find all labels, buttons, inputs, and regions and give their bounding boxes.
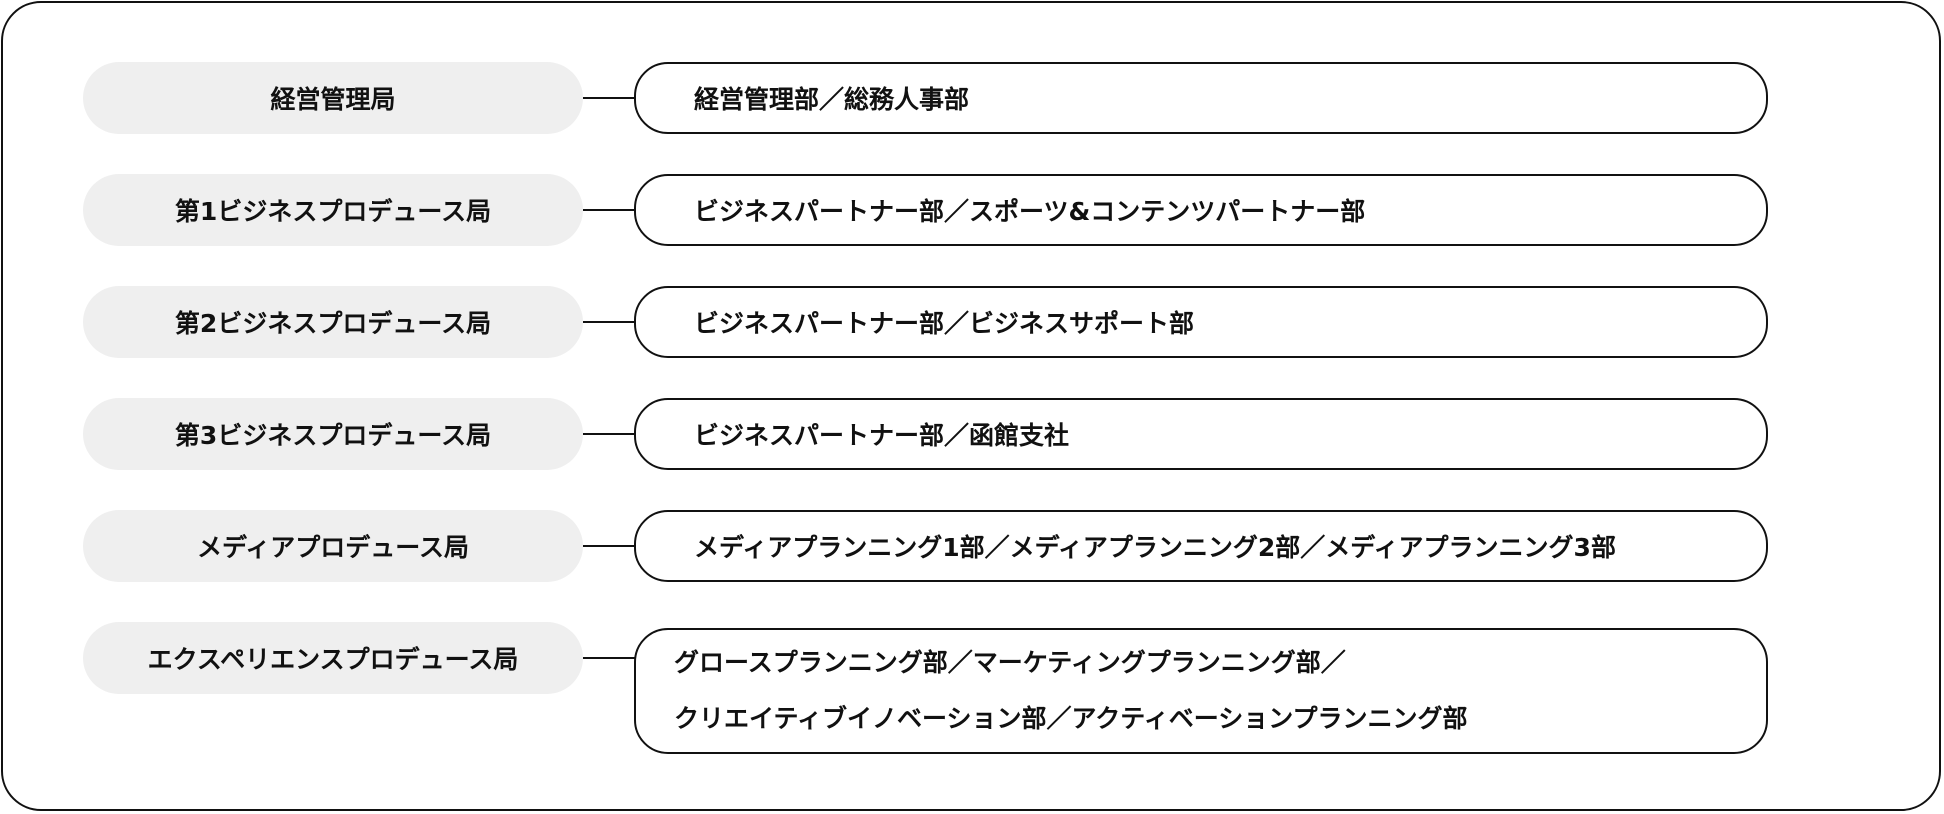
bureau-label: 第2ビジネスプロデュース局 bbox=[83, 286, 583, 358]
department-box: ビジネスパートナー部／函館支社 bbox=[634, 398, 1768, 470]
department-text: メディアプランニング1部／メディアプランニング2部／メディアプランニング3部 bbox=[694, 533, 1616, 562]
connector-line bbox=[583, 97, 635, 99]
connector-line bbox=[583, 433, 635, 435]
department-text: ビジネスパートナー部／函館支社 bbox=[694, 421, 1070, 450]
department-box: ビジネスパートナー部／ビジネスサポート部 bbox=[634, 286, 1768, 358]
department-box: グロースプランニング部／マーケティングプランニング部／ クリエイティブイノベーシ… bbox=[634, 628, 1768, 754]
connector-line bbox=[583, 209, 635, 211]
connector-line bbox=[583, 657, 635, 659]
bureau-label: 第3ビジネスプロデュース局 bbox=[83, 398, 583, 470]
department-box: ビジネスパートナー部／スポーツ&コンテンツパートナー部 bbox=[634, 174, 1768, 246]
department-text: ビジネスパートナー部／ビジネスサポート部 bbox=[694, 309, 1195, 338]
department-text: 経営管理部／総務人事部 bbox=[694, 85, 970, 114]
department-text: ビジネスパートナー部／スポーツ&コンテンツパートナー部 bbox=[694, 197, 1366, 226]
connector-line bbox=[583, 545, 635, 547]
department-box: メディアプランニング1部／メディアプランニング2部／メディアプランニング3部 bbox=[634, 510, 1768, 582]
bureau-label: メディアプロデュース局 bbox=[83, 510, 583, 582]
department-box: 経営管理部／総務人事部 bbox=[634, 62, 1768, 134]
bureau-label: 経営管理局 bbox=[83, 62, 583, 134]
bureau-label: エクスペリエンスプロデュース局 bbox=[83, 622, 583, 694]
department-text: クリエイティブイノベーション部／アクティベーションプランニング部 bbox=[674, 704, 1468, 733]
connector-line bbox=[583, 321, 635, 323]
department-text: グロースプランニング部／マーケティングプランニング部／ bbox=[674, 648, 1346, 677]
bureau-label: 第1ビジネスプロデュース局 bbox=[83, 174, 583, 246]
